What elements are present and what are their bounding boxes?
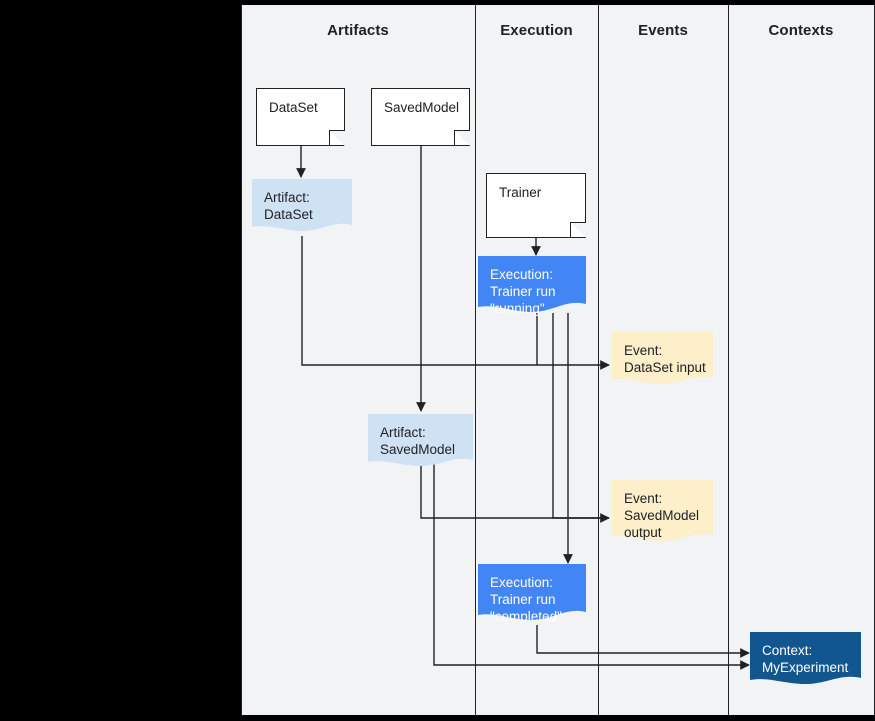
node-savedmodel-type[interactable]: SavedModel xyxy=(371,88,470,146)
node-artifact-savedmodel[interactable]: Artifact: SavedModel xyxy=(368,414,473,472)
node-artifact-dataset[interactable]: Artifact: DataSet xyxy=(252,179,352,237)
node-savedmodel-type-label: SavedModel xyxy=(384,100,460,115)
node-trainer-type-label: Trainer xyxy=(499,185,542,200)
node-trainer-type[interactable]: Trainer xyxy=(486,173,586,238)
node-execution-completed[interactable]: Execution: Trainer run "completed" xyxy=(478,564,586,626)
node-context-myexperiment-label: Context: MyExperiment xyxy=(762,643,849,675)
wave-document-shape xyxy=(478,564,586,621)
node-context-myexperiment[interactable]: Context: MyExperiment xyxy=(750,632,861,690)
node-event-savedmodel-output[interactable]: Event: SavedModel output xyxy=(612,480,713,548)
lane-divider-execution-events xyxy=(598,5,599,715)
edge-executionrunning-to-event-output xyxy=(552,313,610,523)
node-artifact-savedmodel-label: Artifact: SavedModel xyxy=(380,425,456,457)
page-fold-icon xyxy=(454,130,470,146)
wave-document-shape xyxy=(612,332,713,385)
node-event-savedmodel-output-label: Event: SavedModel output xyxy=(624,491,700,540)
node-dataset-type-label: DataSet xyxy=(269,100,318,115)
wave-document-shape xyxy=(478,256,586,313)
node-artifact-dataset-label: Artifact: DataSet xyxy=(264,190,313,222)
node-execution-running[interactable]: Execution: Trainer run "running" xyxy=(478,256,586,318)
lane-header-artifacts: Artifacts xyxy=(327,22,389,39)
edge-executioncompleted-to-context xyxy=(536,625,750,658)
node-event-dataset-input[interactable]: Event: DataSet input xyxy=(612,332,713,390)
node-execution-completed-label: Execution: Trainer run "completed" xyxy=(490,575,562,624)
lane-header-contexts: Contexts xyxy=(768,22,834,39)
lane-header-events: Events xyxy=(638,22,688,39)
wave-document-shape xyxy=(252,179,352,232)
lane-header-execution: Execution xyxy=(500,22,573,39)
lane-divider-artifacts-execution xyxy=(475,5,476,715)
wave-document-shape xyxy=(750,632,861,685)
node-execution-running-label: Execution: Trainer run "running" xyxy=(490,267,556,316)
page-fold-icon xyxy=(329,130,345,146)
wave-document-shape xyxy=(368,414,473,467)
lane-divider-events-contexts xyxy=(728,5,729,715)
node-event-dataset-input-label: Event: DataSet input xyxy=(624,343,706,375)
wave-document-shape xyxy=(612,480,713,542)
node-dataset-type[interactable]: DataSet xyxy=(256,88,345,146)
page-fold-icon xyxy=(570,222,586,238)
lane-divider-left xyxy=(241,5,242,715)
diagram-canvas: Artifacts Execution Events Contexts xyxy=(241,5,875,715)
